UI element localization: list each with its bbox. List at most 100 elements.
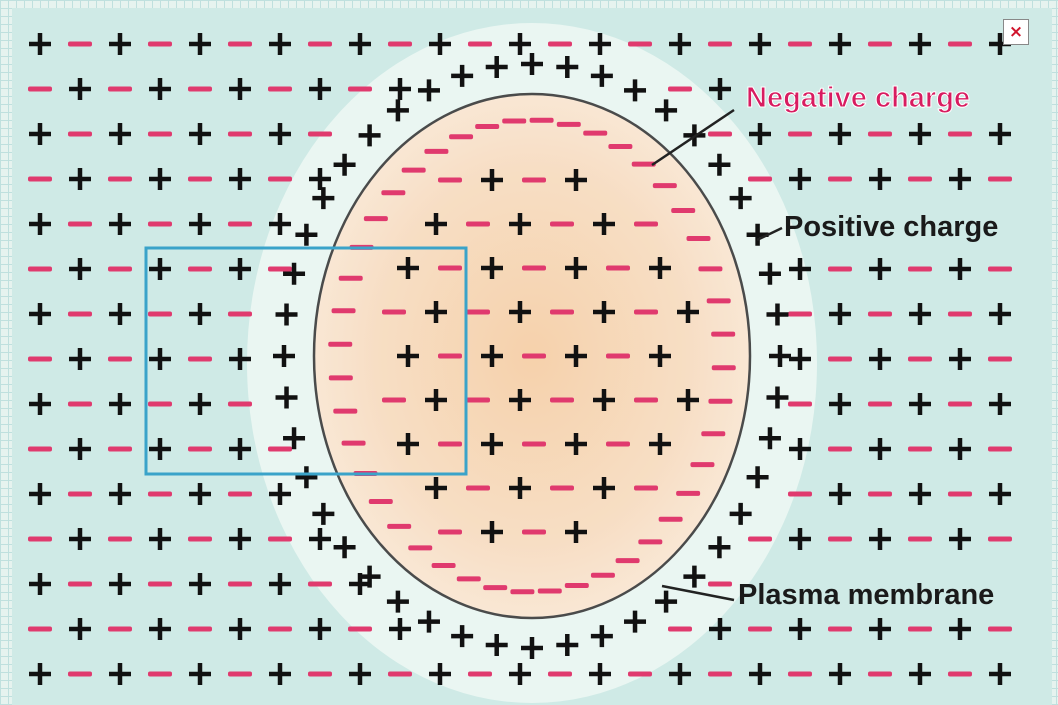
minus-charge-symbol <box>68 671 92 677</box>
minus-charge-symbol <box>711 331 736 337</box>
minus-charge-symbol <box>908 176 932 182</box>
inner-charge-layer <box>328 117 736 595</box>
minus-charge-symbol <box>606 441 630 447</box>
plus-charge-symbol <box>989 663 1011 685</box>
minus-charge-symbol <box>341 440 366 446</box>
minus-charge-symbol <box>828 626 852 632</box>
minus-charge-symbol <box>550 309 574 315</box>
minus-charge-symbol <box>108 626 132 632</box>
plus-charge-symbol <box>481 345 503 367</box>
plus-charge-symbol <box>109 303 131 325</box>
plus-charge-symbol <box>29 393 51 415</box>
minus-charge-symbol <box>348 626 372 632</box>
minus-charge-symbol <box>868 491 892 497</box>
minus-charge-symbol <box>908 446 932 452</box>
plus-charge-symbol <box>677 301 699 323</box>
minus-charge-symbol <box>333 408 358 414</box>
minus-charge-symbol <box>108 86 132 92</box>
minus-charge-symbol <box>475 124 500 130</box>
minus-charge-symbol <box>268 86 292 92</box>
plus-charge-symbol <box>149 258 171 280</box>
plus-charge-symbol <box>521 637 543 659</box>
minus-charge-symbol <box>348 86 372 92</box>
minus-charge-symbol <box>828 356 852 362</box>
minus-charge-symbol <box>308 671 332 677</box>
plus-charge-symbol <box>29 303 51 325</box>
minus-charge-symbol <box>550 485 574 491</box>
minus-charge-symbol <box>148 581 172 587</box>
minus-charge-symbol <box>676 490 701 496</box>
minus-charge-symbol <box>537 588 562 594</box>
plus-charge-symbol <box>333 153 356 176</box>
plus-charge-symbol <box>425 213 447 235</box>
minus-charge-symbol <box>671 208 696 214</box>
minus-charge-symbol <box>634 221 658 227</box>
minus-charge-symbol <box>28 86 52 92</box>
minus-charge-symbol <box>424 148 449 154</box>
plus-charge-symbol <box>789 168 811 190</box>
plus-charge-symbol <box>749 33 771 55</box>
minus-charge-symbol <box>698 266 723 272</box>
highlight-box <box>144 246 468 476</box>
minus-charge-symbol <box>338 275 363 281</box>
plus-charge-symbol <box>386 590 409 613</box>
plus-charge-symbol <box>829 33 851 55</box>
plus-charge-symbol <box>749 123 771 145</box>
plus-charge-symbol <box>869 348 891 370</box>
plus-charge-symbol <box>829 303 851 325</box>
minus-charge-symbol <box>228 581 252 587</box>
plus-charge-symbol <box>589 663 611 685</box>
minus-charge-symbol <box>449 134 474 140</box>
minus-charge-symbol <box>550 397 574 403</box>
minus-charge-symbol <box>466 485 490 491</box>
plus-charge-symbol <box>189 213 211 235</box>
plus-charge-symbol <box>869 438 891 460</box>
plus-charge-symbol <box>149 168 171 190</box>
minus-charge-symbol <box>108 266 132 272</box>
plus-charge-symbol <box>949 528 971 550</box>
minus-charge-symbol <box>438 529 462 535</box>
plus-charge-symbol <box>269 483 291 505</box>
minus-charge-symbol <box>268 266 292 272</box>
positive-charge-pointer <box>756 226 783 242</box>
plus-charge-symbol <box>189 573 211 595</box>
plus-charge-symbol <box>229 78 251 100</box>
minus-charge-symbol <box>988 356 1012 362</box>
plus-charge-symbol <box>275 303 298 326</box>
plus-charge-symbol <box>669 663 691 685</box>
minus-charge-symbol <box>988 266 1012 272</box>
plus-charge-symbol <box>509 477 531 499</box>
plus-charge-symbol <box>109 393 131 415</box>
minus-charge-symbol <box>828 266 852 272</box>
plus-charge-symbol <box>909 483 931 505</box>
minus-charge-symbol <box>468 41 492 47</box>
plus-charge-symbol <box>949 618 971 640</box>
plus-charge-symbol <box>389 618 411 640</box>
plus-charge-symbol <box>429 663 451 685</box>
minus-charge-symbol <box>948 491 972 497</box>
plus-charge-symbol <box>909 393 931 415</box>
minus-charge-symbol <box>988 536 1012 542</box>
plus-charge-symbol <box>397 345 419 367</box>
plus-charge-symbol <box>565 521 587 543</box>
plus-charge-symbol <box>29 483 51 505</box>
minus-charge-symbol <box>268 446 292 452</box>
minus-charge-symbol <box>948 41 972 47</box>
plus-charge-symbol <box>649 257 671 279</box>
minus-charge-symbol <box>628 41 652 47</box>
plus-charge-symbol <box>556 55 579 78</box>
minus-charge-symbol <box>711 365 736 371</box>
minus-charge-symbol <box>382 309 406 315</box>
close-button[interactable]: × <box>1003 19 1029 45</box>
plus-charge-symbol <box>109 33 131 55</box>
minus-charge-symbol <box>328 341 353 347</box>
minus-charge-symbol <box>590 572 615 578</box>
plus-charge-symbol <box>149 528 171 550</box>
minus-charge-symbol <box>748 626 772 632</box>
minus-charge-symbol <box>308 581 332 587</box>
plus-charge-symbol <box>909 303 931 325</box>
plus-charge-symbol <box>909 33 931 55</box>
cell-charge-diagram: Negative charge Positive charge Plasma m… <box>12 8 1052 705</box>
minus-charge-symbol <box>668 626 692 632</box>
